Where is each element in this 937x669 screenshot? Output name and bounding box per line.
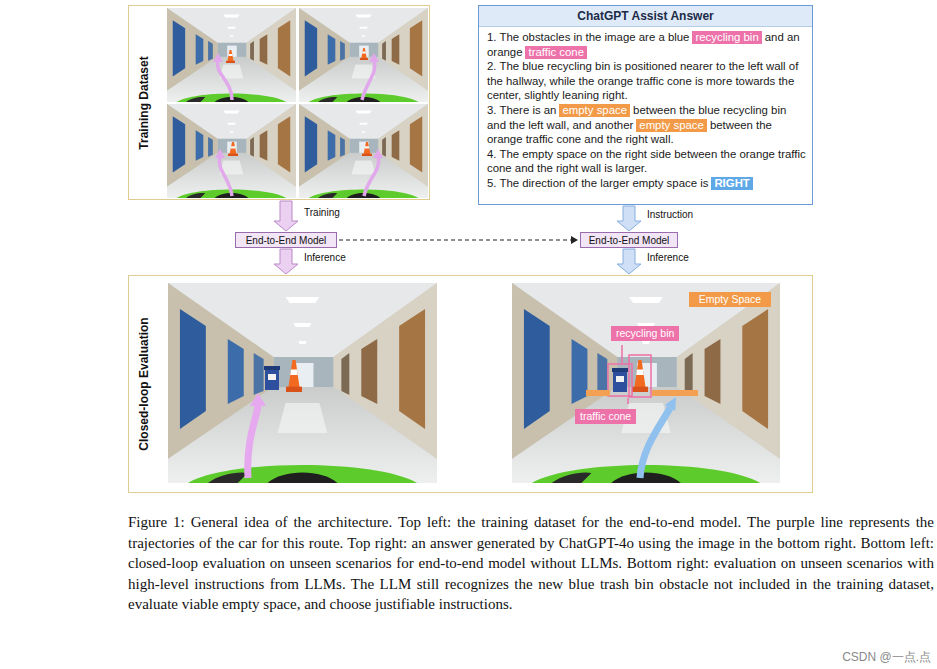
- node-text: traffic cone: [580, 410, 631, 422]
- dashed-line: [339, 239, 571, 240]
- space-tag: empty space: [636, 119, 707, 132]
- answer-item: 3. There is anempty spacebetween the blu…: [487, 103, 806, 147]
- answer-text: 1. The obstacles in the image are a blue: [487, 31, 689, 43]
- answer-text: 2. The blue recycling bin is positioned …: [487, 60, 798, 101]
- object-tag: traffic cone: [525, 46, 587, 59]
- edge-label: Training: [304, 207, 340, 218]
- object-tag: recycling bin: [692, 31, 761, 44]
- edge-label: Inference: [304, 252, 346, 263]
- model-box: End-to-End Model: [580, 232, 678, 248]
- node-text: recycling bin: [616, 327, 674, 339]
- answer-text: 4. The empty space on the right side bet…: [487, 148, 806, 175]
- block-arrow: [274, 249, 298, 274]
- block-arrow: [617, 249, 641, 274]
- edge-label: Inference: [647, 252, 689, 263]
- arrow-head: [571, 236, 578, 244]
- answer-item: 1. The obstacles in the image are a blue…: [487, 30, 806, 59]
- node-text: traffic cone: [528, 46, 584, 58]
- answer-heading: ChatGPT Assist Answer: [479, 6, 812, 27]
- edge-label: Instruction: [647, 209, 693, 220]
- figure-caption: Figure 1: General idea of the architectu…: [128, 512, 934, 615]
- object-tag: recycling bin: [611, 326, 679, 341]
- answer-item: 5. The direction of the larger empty spa…: [487, 176, 806, 191]
- flow-arrow: [617, 249, 641, 274]
- flow-arrow: [274, 201, 298, 231]
- answer-body: 1. The obstacles in the image are a blue…: [479, 27, 812, 194]
- flow-arrow: [617, 206, 641, 231]
- watermark: CSDN @一点.点: [842, 649, 931, 666]
- node-text: empty space: [562, 104, 627, 116]
- answer-item: 2. The blue recycling bin is positioned …: [487, 59, 806, 103]
- panel-title: Closed-loop Evaluation: [137, 317, 151, 450]
- panel-title: Training Dataset: [137, 56, 151, 149]
- space-tag: Empty Space: [689, 292, 771, 307]
- answer-box: ChatGPT Assist Answer 1. The obstacles in…: [478, 5, 813, 205]
- dataset-panel: Training Dataset: [128, 5, 430, 200]
- direction-tag: RIGHT: [711, 177, 752, 190]
- node-text: End-to-End Model: [589, 235, 670, 246]
- node-text: empty space: [639, 119, 704, 131]
- flow-arrow: [274, 249, 298, 274]
- object-tag: traffic cone: [575, 409, 636, 424]
- space-tag: empty space: [559, 104, 630, 117]
- node-text: RIGHT: [714, 177, 749, 189]
- model-box: End-to-End Model: [235, 232, 337, 248]
- evaluation-panel: Closed-loop Evaluation Empty Space recycli…: [128, 275, 813, 493]
- block-arrow: [617, 206, 641, 231]
- answer-item: 4. The empty space on the right side bet…: [487, 147, 806, 176]
- node-text: Empty Space: [699, 293, 761, 305]
- node-text: End-to-End Model: [246, 235, 327, 246]
- block-arrow: [274, 201, 298, 231]
- answer-text: 5. The direction of the larger empty spa…: [487, 177, 708, 189]
- flow-arrow: [339, 236, 578, 244]
- answer-text: 3. There is an: [487, 104, 556, 116]
- node-text: recycling bin: [695, 31, 758, 43]
